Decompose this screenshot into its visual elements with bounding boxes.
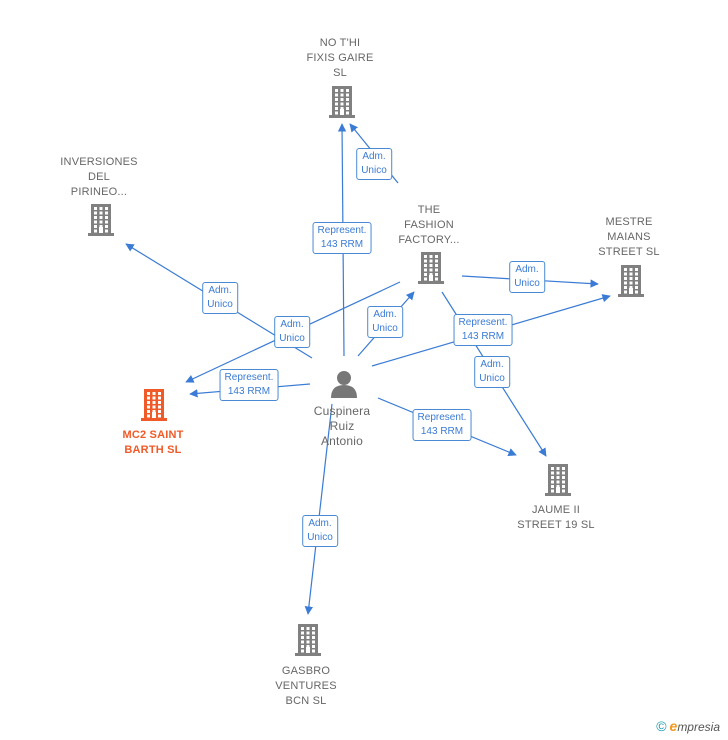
- building-icon-noth[interactable]: [329, 86, 355, 118]
- edge-label-e11[interactable]: Adm. Unico: [302, 515, 338, 547]
- building-icon-gasbro[interactable]: [295, 624, 321, 656]
- node-label-jaume[interactable]: JAUME II STREET 19 SL: [517, 504, 595, 531]
- edge-label-e3[interactable]: Adm. Unico: [202, 282, 238, 314]
- edge-label-e2[interactable]: Adm. Unico: [356, 148, 392, 180]
- building-icon-mc2[interactable]: [141, 389, 167, 421]
- brand-logo: empresia: [669, 718, 720, 734]
- copyright-icon: ©: [656, 718, 667, 734]
- edges-layer: [125, 123, 611, 615]
- nodes-layer: [88, 86, 644, 656]
- edge-label-e7[interactable]: Adm. Unico: [509, 261, 545, 293]
- building-icon-mestre[interactable]: [618, 265, 644, 297]
- node-label-person[interactable]: Cuspinera Ruiz Antonio: [313, 404, 371, 448]
- edge-label-e5[interactable]: Represent. 143 RRM: [219, 369, 279, 401]
- edge-label-e1[interactable]: Represent. 143 RRM: [312, 222, 372, 254]
- person-icon[interactable]: [331, 371, 357, 398]
- building-icon-fashion[interactable]: [418, 252, 444, 284]
- node-label-inv[interactable]: INVERSIONES DEL PIRINEO...: [60, 156, 138, 198]
- edge-label-e9[interactable]: Adm. Unico: [474, 356, 510, 388]
- building-icon-inv[interactable]: [88, 204, 114, 236]
- edge-label-e10[interactable]: Represent. 143 RRM: [412, 409, 472, 441]
- edge-person-to-gasbro: [304, 403, 333, 615]
- node-label-noth[interactable]: NO T'HI FIXIS GAIRE SL: [306, 37, 374, 79]
- edge-label-e8[interactable]: Represent. 143 RRM: [453, 314, 513, 346]
- node-label-gasbro[interactable]: GASBRO VENTURES BCN SL: [275, 665, 337, 707]
- edge-label-e6[interactable]: Adm. Unico: [367, 306, 403, 338]
- node-label-fashion[interactable]: THE FASHION FACTORY...: [398, 204, 460, 246]
- footer-brand: © empresia: [656, 718, 720, 734]
- building-icon-jaume[interactable]: [545, 464, 571, 496]
- node-label-mestre[interactable]: MESTRE MAIANS STREET SL: [598, 216, 660, 258]
- node-label-mc2[interactable]: MC2 SAINT BARTH SL: [122, 429, 184, 456]
- edge-label-e4[interactable]: Adm. Unico: [274, 316, 310, 348]
